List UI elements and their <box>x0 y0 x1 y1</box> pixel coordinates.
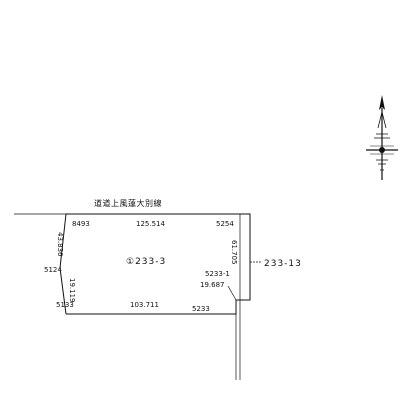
parcel-boundary <box>66 213 251 315</box>
road-name-label: 道道上風蓮大別線 <box>94 198 162 208</box>
notch-line <box>227 285 237 301</box>
point-5124: 5124 <box>44 266 62 274</box>
distance-left-upper: 43.836 <box>56 232 64 257</box>
distance-top: 125.514 <box>136 220 165 228</box>
point-5254: 5254 <box>216 220 234 228</box>
north-arrow-icon <box>366 95 398 180</box>
point-5233: 5233 <box>192 305 210 313</box>
parcel-left-boundary <box>59 213 67 315</box>
point-8493: 8493 <box>72 220 90 228</box>
distance-left-lower: 19.119 <box>68 278 76 303</box>
point-5233-1: 5233-1 <box>205 270 230 278</box>
parcel-label: ①233-3 <box>126 257 166 267</box>
distance-right: 61.705 <box>230 240 238 265</box>
adjacent-parcel-label: 233-13 <box>264 259 302 269</box>
distance-notch: 19.687 <box>200 281 225 289</box>
point-5133: 5133 <box>56 301 74 309</box>
distance-bottom: 103.711 <box>130 301 159 309</box>
